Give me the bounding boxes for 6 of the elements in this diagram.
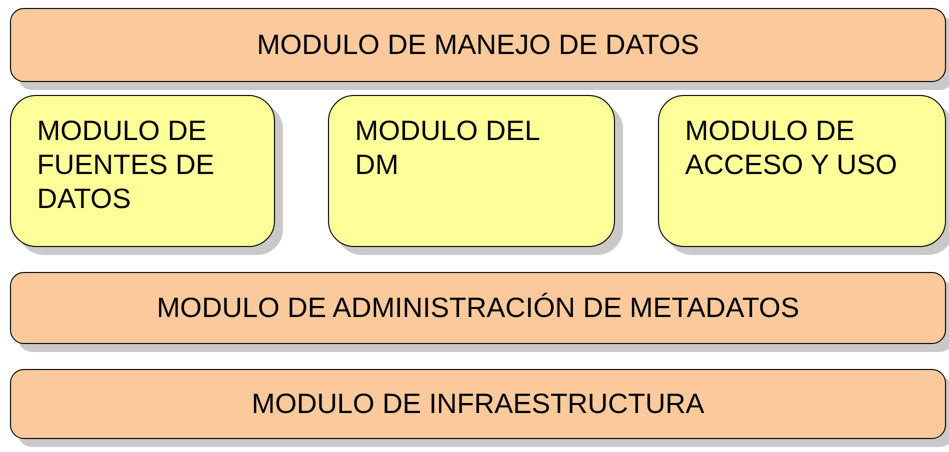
- module-title: MODULO DEL DM: [355, 114, 540, 182]
- module-title: MODULO DE MANEJO DE DATOS: [256, 28, 700, 62]
- module-title: MODULO DE ADMINISTRACIÓN DE METADATOS: [156, 291, 800, 325]
- module-title: MODULO DE INFRAESTRUCTURA: [252, 387, 704, 421]
- module-title: MODULO DE ACCESO Y USO: [685, 114, 898, 182]
- module-title: MODULO DE FUENTES DE DATOS: [37, 114, 216, 216]
